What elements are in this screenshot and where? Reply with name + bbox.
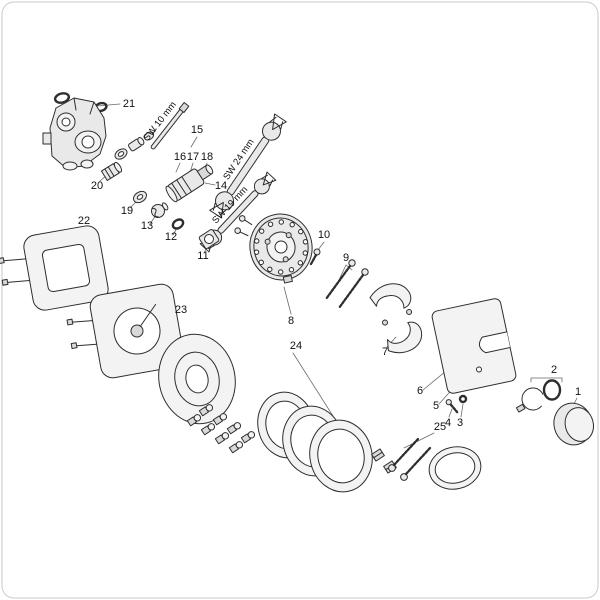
valve-body bbox=[42, 97, 107, 171]
label-6: 6 bbox=[417, 385, 423, 397]
seal-ring bbox=[174, 351, 220, 407]
small-screw-10 bbox=[309, 248, 321, 266]
label-3: 3 bbox=[457, 417, 463, 429]
label-7: 7 bbox=[382, 346, 388, 358]
label-2: 2 bbox=[551, 364, 557, 376]
label-20: 20 bbox=[91, 180, 103, 192]
square-escutcheon-22 bbox=[0, 225, 109, 311]
label-24: 24 bbox=[290, 340, 302, 352]
function-plate-5-6 bbox=[431, 298, 517, 394]
label-25: 25 bbox=[434, 421, 446, 433]
square-escutcheon-23 bbox=[66, 283, 185, 379]
label-4: 4 bbox=[445, 417, 451, 429]
label-18: 18 bbox=[201, 151, 213, 163]
label-21: 21 bbox=[123, 98, 135, 110]
label-9: 9 bbox=[343, 252, 349, 264]
label-13: 13 bbox=[141, 220, 153, 232]
fastener-packs bbox=[186, 404, 256, 454]
label-15: 15 bbox=[191, 124, 203, 136]
tiny-fasteners-3-4 bbox=[445, 394, 468, 414]
mounting-dial bbox=[234, 213, 313, 284]
label-17: 17 bbox=[187, 151, 199, 163]
label-11: 11 bbox=[197, 250, 208, 262]
hex-key-sw10 bbox=[150, 102, 190, 150]
label-14: 14 bbox=[215, 180, 227, 192]
mounting-bracket-7 bbox=[369, 283, 423, 354]
label-12: 12 bbox=[165, 231, 177, 243]
label-1: 1 bbox=[575, 386, 581, 398]
long-screws-9 bbox=[324, 259, 369, 310]
handle-knob-1 bbox=[553, 402, 594, 446]
label-16: 16 bbox=[174, 151, 186, 163]
spindle-parts bbox=[133, 190, 220, 249]
part-labels: 21 20 15 16 17 18 14 19 13 12 11 10 9 8 … bbox=[78, 98, 581, 433]
label-22: 22 bbox=[78, 215, 90, 227]
thermostat-cartridge-14 bbox=[165, 164, 214, 203]
fixation-set-25 bbox=[371, 437, 482, 490]
label-23: 23 bbox=[175, 304, 187, 316]
retainer-rings-2 bbox=[515, 379, 562, 413]
round-escutcheon-24 bbox=[158, 333, 236, 425]
wrench-sw24 bbox=[209, 113, 287, 219]
label-5: 5 bbox=[433, 400, 439, 412]
label-19: 19 bbox=[121, 205, 133, 217]
label-10: 10 bbox=[318, 229, 330, 241]
extension-sleeves bbox=[257, 391, 373, 493]
check-valve-parts bbox=[114, 128, 157, 160]
threaded-bush-20 bbox=[100, 161, 123, 181]
label-8: 8 bbox=[288, 315, 294, 327]
